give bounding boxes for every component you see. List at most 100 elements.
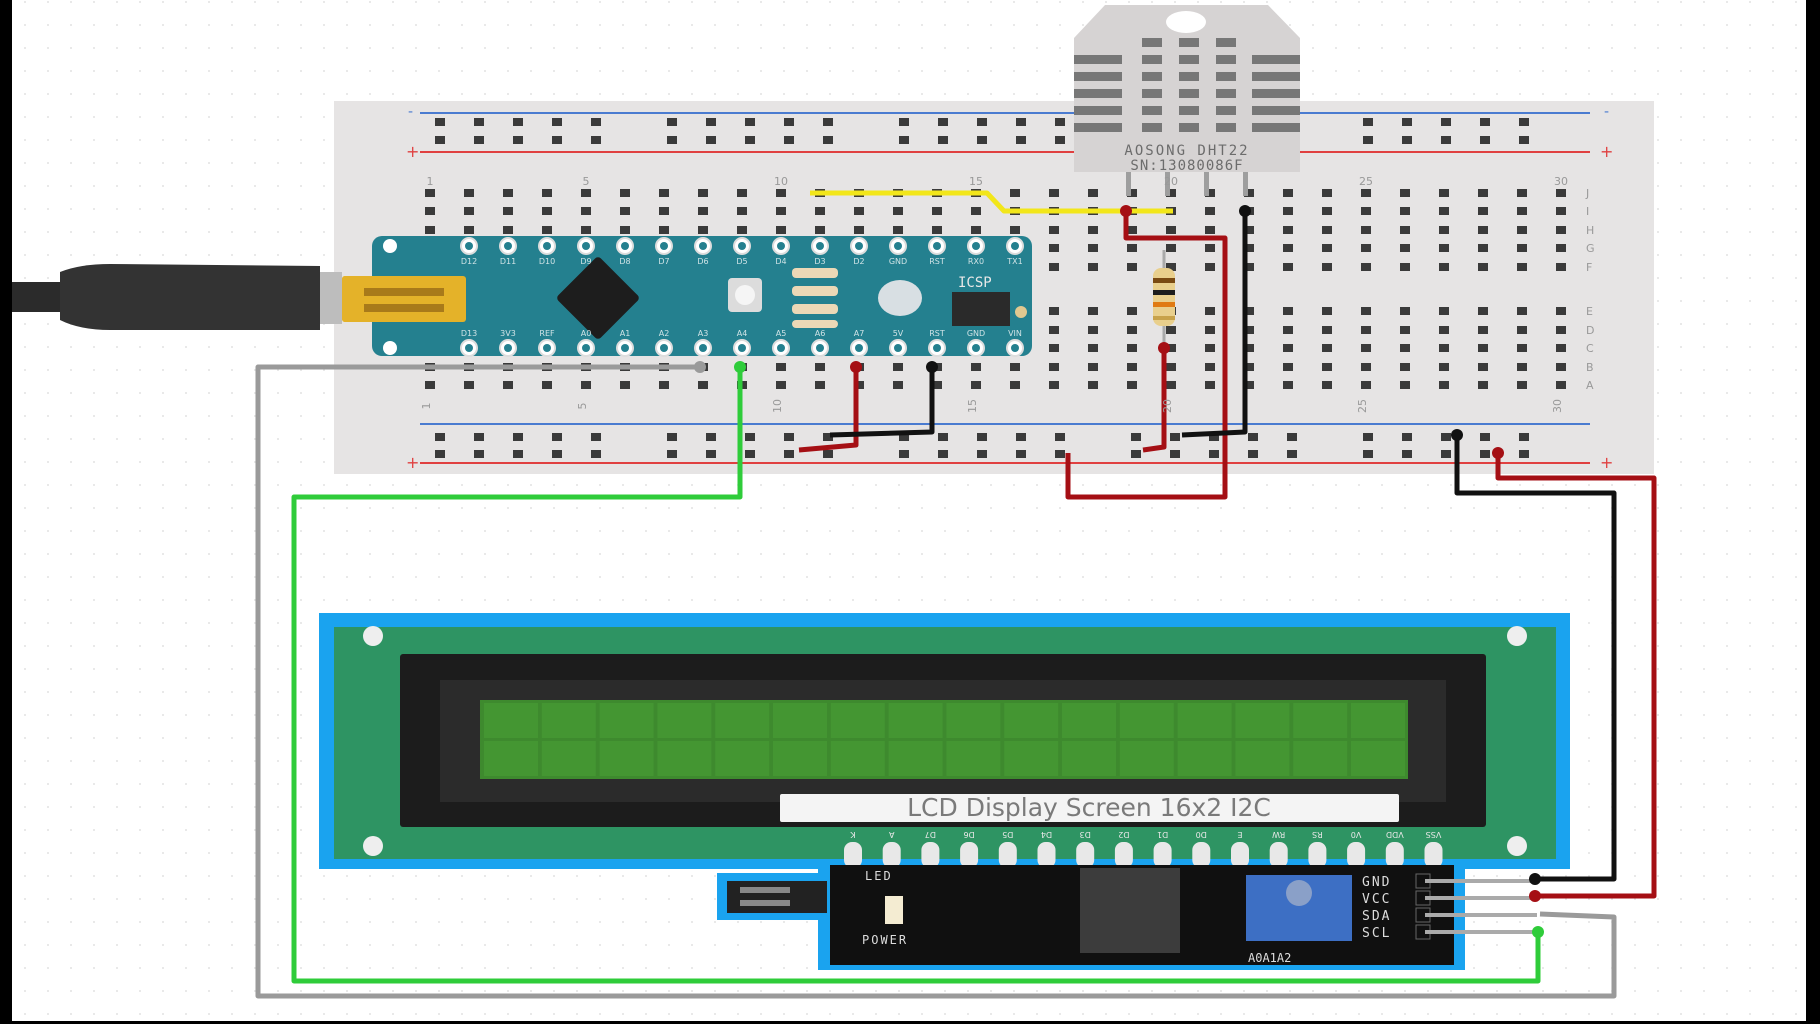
breadboard-hole[interactable]: [737, 226, 747, 234]
breadboard-hole[interactable]: [698, 189, 708, 197]
rail-hole[interactable]: [667, 136, 677, 144]
breadboard-hole[interactable]: [1439, 207, 1449, 215]
breadboard-hole[interactable]: [1439, 381, 1449, 389]
rail-hole[interactable]: [706, 136, 716, 144]
breadboard-hole[interactable]: [1283, 344, 1293, 352]
breadboard-hole[interactable]: [1049, 244, 1059, 252]
breadboard-hole[interactable]: [1088, 363, 1098, 371]
breadboard-hole[interactable]: [1439, 263, 1449, 271]
breadboard-hole[interactable]: [1049, 226, 1059, 234]
breadboard-hole[interactable]: [893, 363, 903, 371]
breadboard-hole[interactable]: [464, 226, 474, 234]
rail-hole[interactable]: [823, 450, 833, 458]
rail-hole[interactable]: [1363, 450, 1373, 458]
rail-hole[interactable]: [1055, 118, 1065, 126]
breadboard-hole[interactable]: [893, 226, 903, 234]
rail-hole[interactable]: [1480, 450, 1490, 458]
breadboard-hole[interactable]: [464, 381, 474, 389]
breadboard-hole[interactable]: [1478, 207, 1488, 215]
breadboard-hole[interactable]: [1556, 344, 1566, 352]
breadboard-hole[interactable]: [1517, 189, 1527, 197]
rail-hole[interactable]: [1441, 433, 1451, 441]
breadboard-hole[interactable]: [1205, 381, 1215, 389]
rail-hole[interactable]: [1402, 118, 1412, 126]
wire-red-lcd-vcc[interactable]: [1495, 453, 1657, 899]
wires[interactable]: [255, 190, 1657, 999]
breadboard-hole[interactable]: [1478, 244, 1488, 252]
breadboard-hole[interactable]: [1049, 363, 1059, 371]
breadboard-hole[interactable]: [1205, 307, 1215, 315]
breadboard-hole[interactable]: [1166, 226, 1176, 234]
breadboard-hole[interactable]: [1283, 363, 1293, 371]
breadboard-hole[interactable]: [893, 207, 903, 215]
breadboard-hole[interactable]: [1283, 207, 1293, 215]
breadboard-hole[interactable]: [776, 189, 786, 197]
breadboard-hole[interactable]: [1010, 363, 1020, 371]
breadboard-hole[interactable]: [1244, 344, 1254, 352]
breadboard-hole[interactable]: [1088, 307, 1098, 315]
rail-hole[interactable]: [938, 118, 948, 126]
breadboard-hole[interactable]: [503, 207, 513, 215]
rail-hole[interactable]: [1248, 433, 1258, 441]
breadboard-hole[interactable]: [1010, 189, 1020, 197]
breadboard-hole[interactable]: [503, 226, 513, 234]
breadboard-hole[interactable]: [620, 226, 630, 234]
breadboard-hole[interactable]: [1166, 326, 1176, 334]
rail-hole[interactable]: [474, 450, 484, 458]
rail-hole[interactable]: [1519, 433, 1529, 441]
breadboard-hole[interactable]: [1283, 189, 1293, 197]
breadboard-hole[interactable]: [659, 207, 669, 215]
rail-hole[interactable]: [474, 118, 484, 126]
breadboard-hole[interactable]: [1556, 326, 1566, 334]
breadboard-hole[interactable]: [1283, 326, 1293, 334]
breadboard-hole[interactable]: [1400, 381, 1410, 389]
rail-hole[interactable]: [1055, 136, 1065, 144]
breadboard-hole[interactable]: [776, 226, 786, 234]
breadboard-hole[interactable]: [1127, 344, 1137, 352]
breadboard-hole[interactable]: [776, 207, 786, 215]
breadboard-hole[interactable]: [1244, 381, 1254, 389]
breadboard-hole[interactable]: [1517, 263, 1527, 271]
breadboard-hole[interactable]: [1478, 189, 1488, 197]
breadboard-hole[interactable]: [542, 189, 552, 197]
breadboard-hole[interactable]: [1127, 381, 1137, 389]
rail-hole[interactable]: [1402, 450, 1412, 458]
rail-hole[interactable]: [1519, 118, 1529, 126]
rail-hole[interactable]: [938, 450, 948, 458]
breadboard-hole[interactable]: [1361, 226, 1371, 234]
breadboard-hole[interactable]: [1361, 307, 1371, 315]
breadboard-hole[interactable]: [1361, 244, 1371, 252]
breadboard-hole[interactable]: [425, 381, 435, 389]
breadboard-hole[interactable]: [425, 207, 435, 215]
rail-hole[interactable]: [474, 433, 484, 441]
rail-hole[interactable]: [899, 136, 909, 144]
wire-black-lcd-gnd[interactable]: [1454, 435, 1617, 882]
breadboard-hole[interactable]: [1439, 326, 1449, 334]
breadboard-hole[interactable]: [1205, 344, 1215, 352]
rail-hole[interactable]: [745, 450, 755, 458]
rail-hole[interactable]: [552, 136, 562, 144]
breadboard-hole[interactable]: [854, 226, 864, 234]
rail-hole[interactable]: [1363, 118, 1373, 126]
breadboard-hole[interactable]: [1478, 226, 1488, 234]
breadboard-hole[interactable]: [1322, 363, 1332, 371]
breadboard-hole[interactable]: [542, 226, 552, 234]
rail-hole[interactable]: [1519, 136, 1529, 144]
rail-hole[interactable]: [1480, 118, 1490, 126]
breadboard-hole[interactable]: [1322, 207, 1332, 215]
rail-hole[interactable]: [977, 118, 987, 126]
breadboard-hole[interactable]: [1322, 189, 1332, 197]
breadboard-hole[interactable]: [1517, 226, 1527, 234]
breadboard-hole[interactable]: [698, 226, 708, 234]
breadboard-hole[interactable]: [1556, 226, 1566, 234]
rail-hole[interactable]: [899, 433, 909, 441]
rail-hole[interactable]: [784, 450, 794, 458]
breadboard-hole[interactable]: [1010, 381, 1020, 389]
breadboard-hole[interactable]: [620, 189, 630, 197]
rail-hole[interactable]: [1287, 450, 1297, 458]
rail-hole[interactable]: [1016, 450, 1026, 458]
breadboard-hole[interactable]: [1556, 207, 1566, 215]
